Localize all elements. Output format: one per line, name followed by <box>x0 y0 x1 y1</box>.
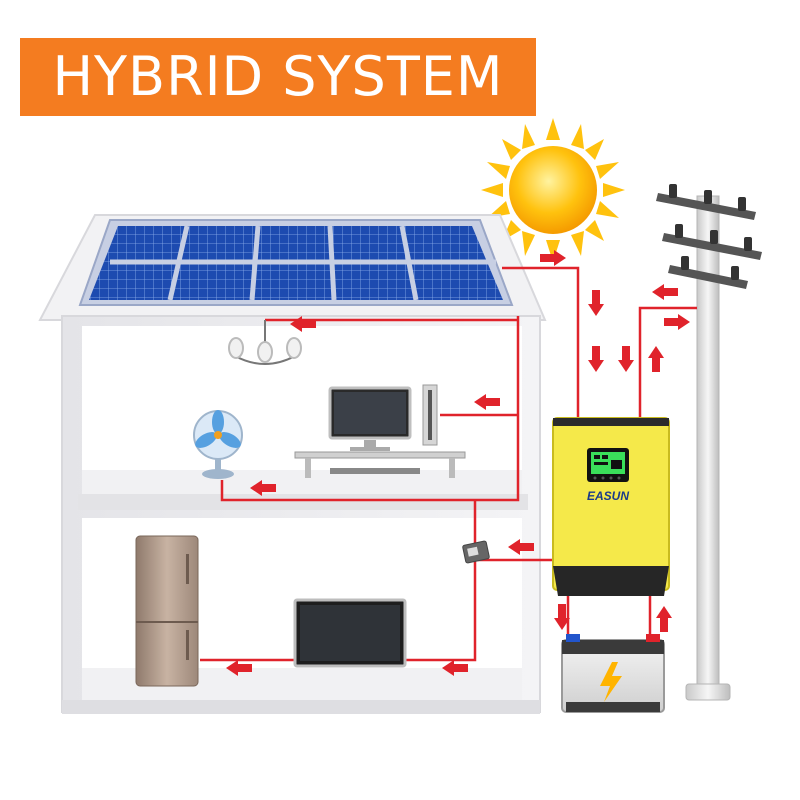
utility-pole-icon <box>656 184 762 701</box>
flow-arrows <box>226 250 690 676</box>
refrigerator-icon <box>135 535 199 687</box>
arrow-down-icon <box>588 346 604 372</box>
desk-fan-icon <box>193 410 243 479</box>
arrow-left-icon <box>250 480 276 496</box>
desk <box>294 451 466 478</box>
arrow-up-icon <box>656 606 672 632</box>
hybrid-inverter-icon: EASUN <box>552 417 670 596</box>
arrow-left-icon <box>442 660 468 676</box>
arrow-left-icon <box>474 394 500 410</box>
arrow-down-icon <box>618 346 634 372</box>
ceiling-lamp-icon <box>228 320 302 365</box>
arrow-right-icon <box>664 314 690 330</box>
title-banner: HYBRID SYSTEM <box>20 38 536 116</box>
arrow-left-icon <box>226 660 252 676</box>
computer-monitor-icon <box>328 386 412 451</box>
lightning-bolt-icon <box>600 662 622 702</box>
solar-panel-icon <box>78 219 514 306</box>
television-icon <box>293 598 407 668</box>
desktop-tower-icon <box>422 384 438 446</box>
arrow-up-icon <box>648 346 664 372</box>
arrow-left-icon <box>290 316 316 332</box>
arrow-down-icon <box>588 290 604 316</box>
arrow-right-icon <box>540 250 566 266</box>
battery-icon <box>561 634 665 713</box>
arrow-down-icon <box>554 604 570 630</box>
sun-icon <box>481 118 625 262</box>
arrow-left-icon <box>508 539 534 555</box>
inverter-brand-label: EASUN <box>587 489 629 503</box>
wiring <box>200 266 697 662</box>
distribution-box-icon <box>462 540 490 564</box>
arrow-left-icon <box>652 284 678 300</box>
